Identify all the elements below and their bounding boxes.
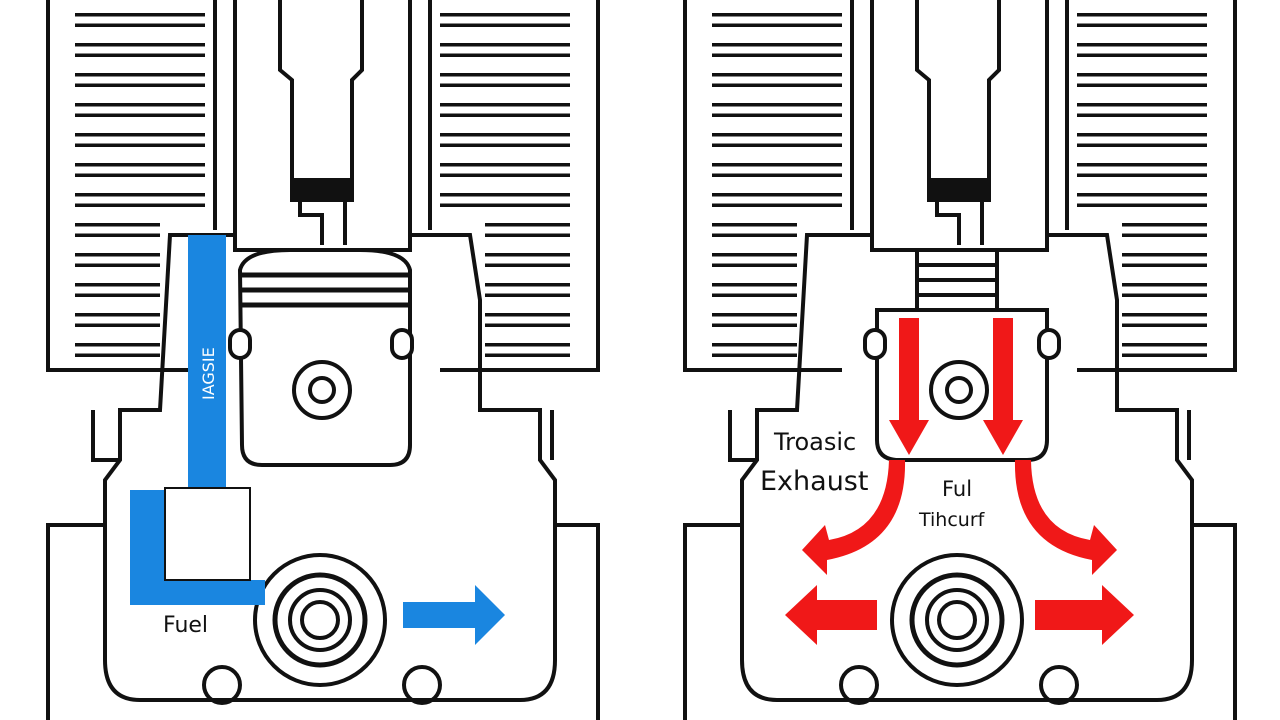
curved-arrow-left-icon bbox=[802, 460, 906, 575]
ful-label: Ful bbox=[942, 477, 972, 501]
piston bbox=[228, 248, 414, 467]
arrow-down-icon bbox=[889, 318, 929, 455]
troasic-label: Troasic bbox=[773, 428, 856, 456]
fuel-channel-lower bbox=[130, 490, 265, 605]
curved-arrow-right-icon bbox=[1014, 460, 1117, 575]
fuel-channel-vertical bbox=[188, 235, 226, 490]
arrow-down-icon bbox=[983, 318, 1023, 455]
vertical-channel-label: IAGSIE bbox=[199, 347, 218, 400]
fuel-chamber-box bbox=[164, 487, 251, 581]
exhaust-label: Exhaust bbox=[760, 466, 868, 497]
flow-arrow-right-icon bbox=[403, 585, 505, 645]
right-engine-diagram: Troasic Exhaust Ful Tihcurf bbox=[685, 0, 1235, 720]
fuel-label: Fuel bbox=[163, 613, 208, 638]
left-engine-diagram: IAGSIE Fuel bbox=[48, 0, 598, 720]
tihcurf-label: Tihcurf bbox=[918, 509, 986, 531]
arrow-right-icon bbox=[1035, 585, 1134, 645]
exhaust-flow-arrows bbox=[785, 318, 1134, 645]
arrow-left-icon bbox=[785, 585, 877, 645]
